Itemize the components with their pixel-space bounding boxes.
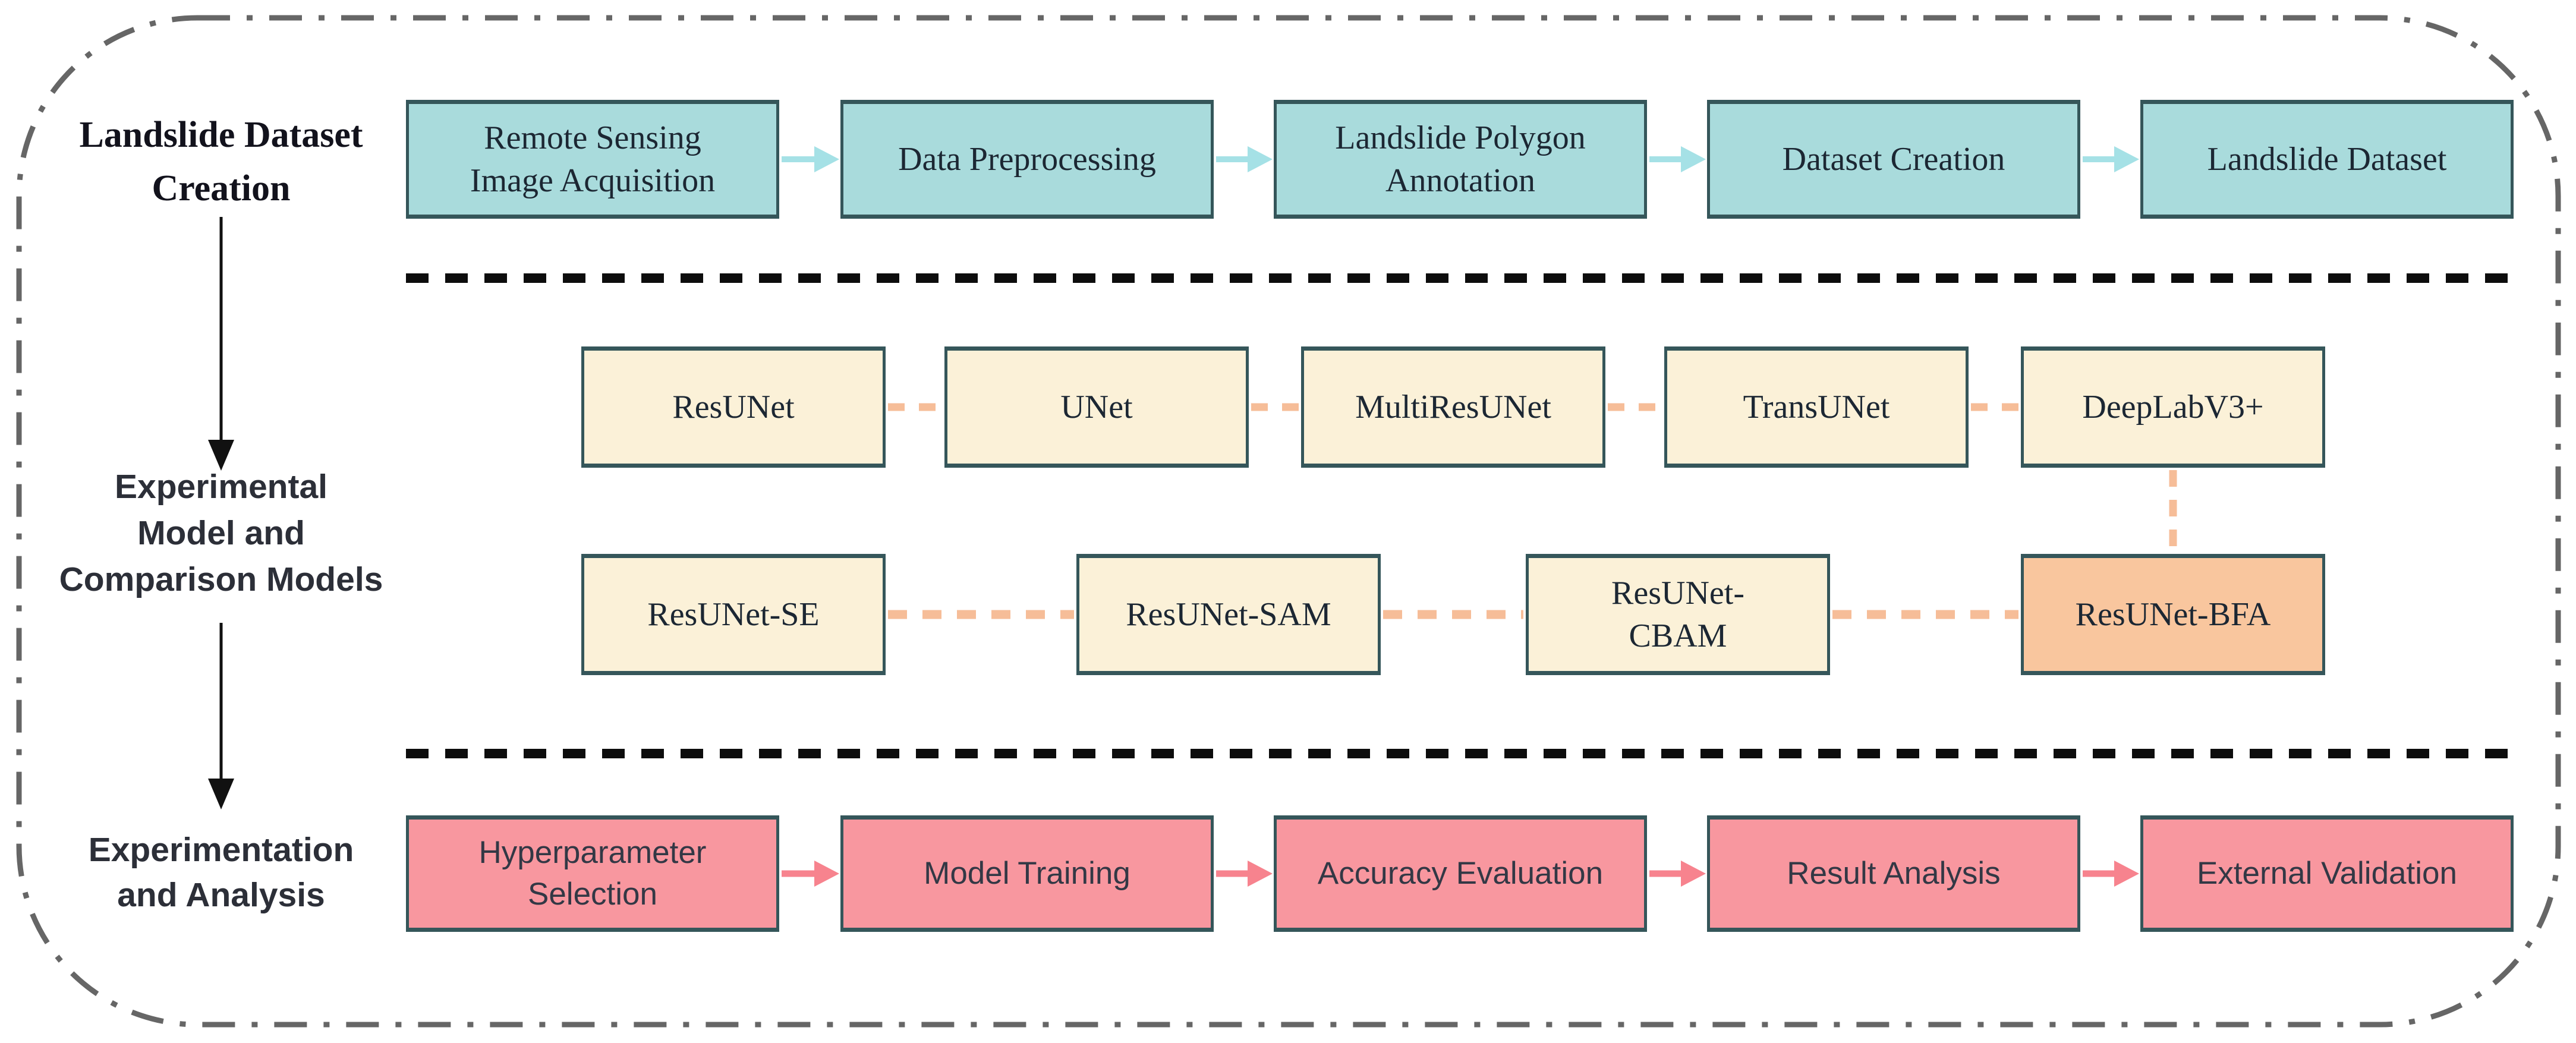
- flow-node-polygon-annotation: Landslide Polygon Annotation: [1274, 100, 1647, 219]
- model-node-multiresunet: MultiResUNet: [1301, 346, 1605, 468]
- down-arrow-icon: [208, 217, 234, 809]
- section-label-dataset-creation: Landslide Dataset Creation: [79, 115, 363, 209]
- flow-node-dataset-creation: Dataset Creation: [1707, 100, 2080, 219]
- model-node-resunet-sam: ResUNet-SAM: [1076, 554, 1381, 675]
- flow-node-external-validation: External Validation: [2140, 815, 2514, 932]
- flow-node-landslide-dataset: Landslide Dataset: [2140, 100, 2514, 219]
- section-label-models: Experimental Model and Comparison Models: [59, 468, 383, 598]
- outer-dashdot-border: [16, 15, 2561, 1028]
- flow-node-accuracy-evaluation: Accuracy Evaluation: [1274, 815, 1647, 932]
- model-node-resunet: ResUNet: [581, 346, 886, 468]
- flow-node-hyperparameter-selection: Hyperparameter Selection: [406, 815, 779, 932]
- flow-node-model-training: Model Training: [840, 815, 1214, 932]
- flow-node-data-preprocessing: Data Preprocessing: [840, 100, 1214, 219]
- pink-arrow-icon: [782, 861, 2139, 887]
- model-node-resunet-bfa-highlighted: ResUNet-BFA: [2021, 554, 2325, 675]
- model-node-unet: UNet: [944, 346, 1249, 468]
- section-label-experimentation: Experimentation and Analysis: [88, 831, 354, 914]
- model-node-deeplabv3plus: DeepLabV3+: [2021, 346, 2325, 468]
- model-node-resunet-se: ResUNet-SE: [581, 554, 886, 675]
- flow-node-result-analysis: Result Analysis: [1707, 815, 2080, 932]
- teal-arrow-icon: [782, 146, 2139, 172]
- model-node-resunet-cbam: ResUNet- CBAM: [1526, 554, 1830, 675]
- model-node-transunet: TransUNet: [1664, 346, 1969, 468]
- flow-node-remote-sensing: Remote Sensing Image Acquisition: [406, 100, 779, 219]
